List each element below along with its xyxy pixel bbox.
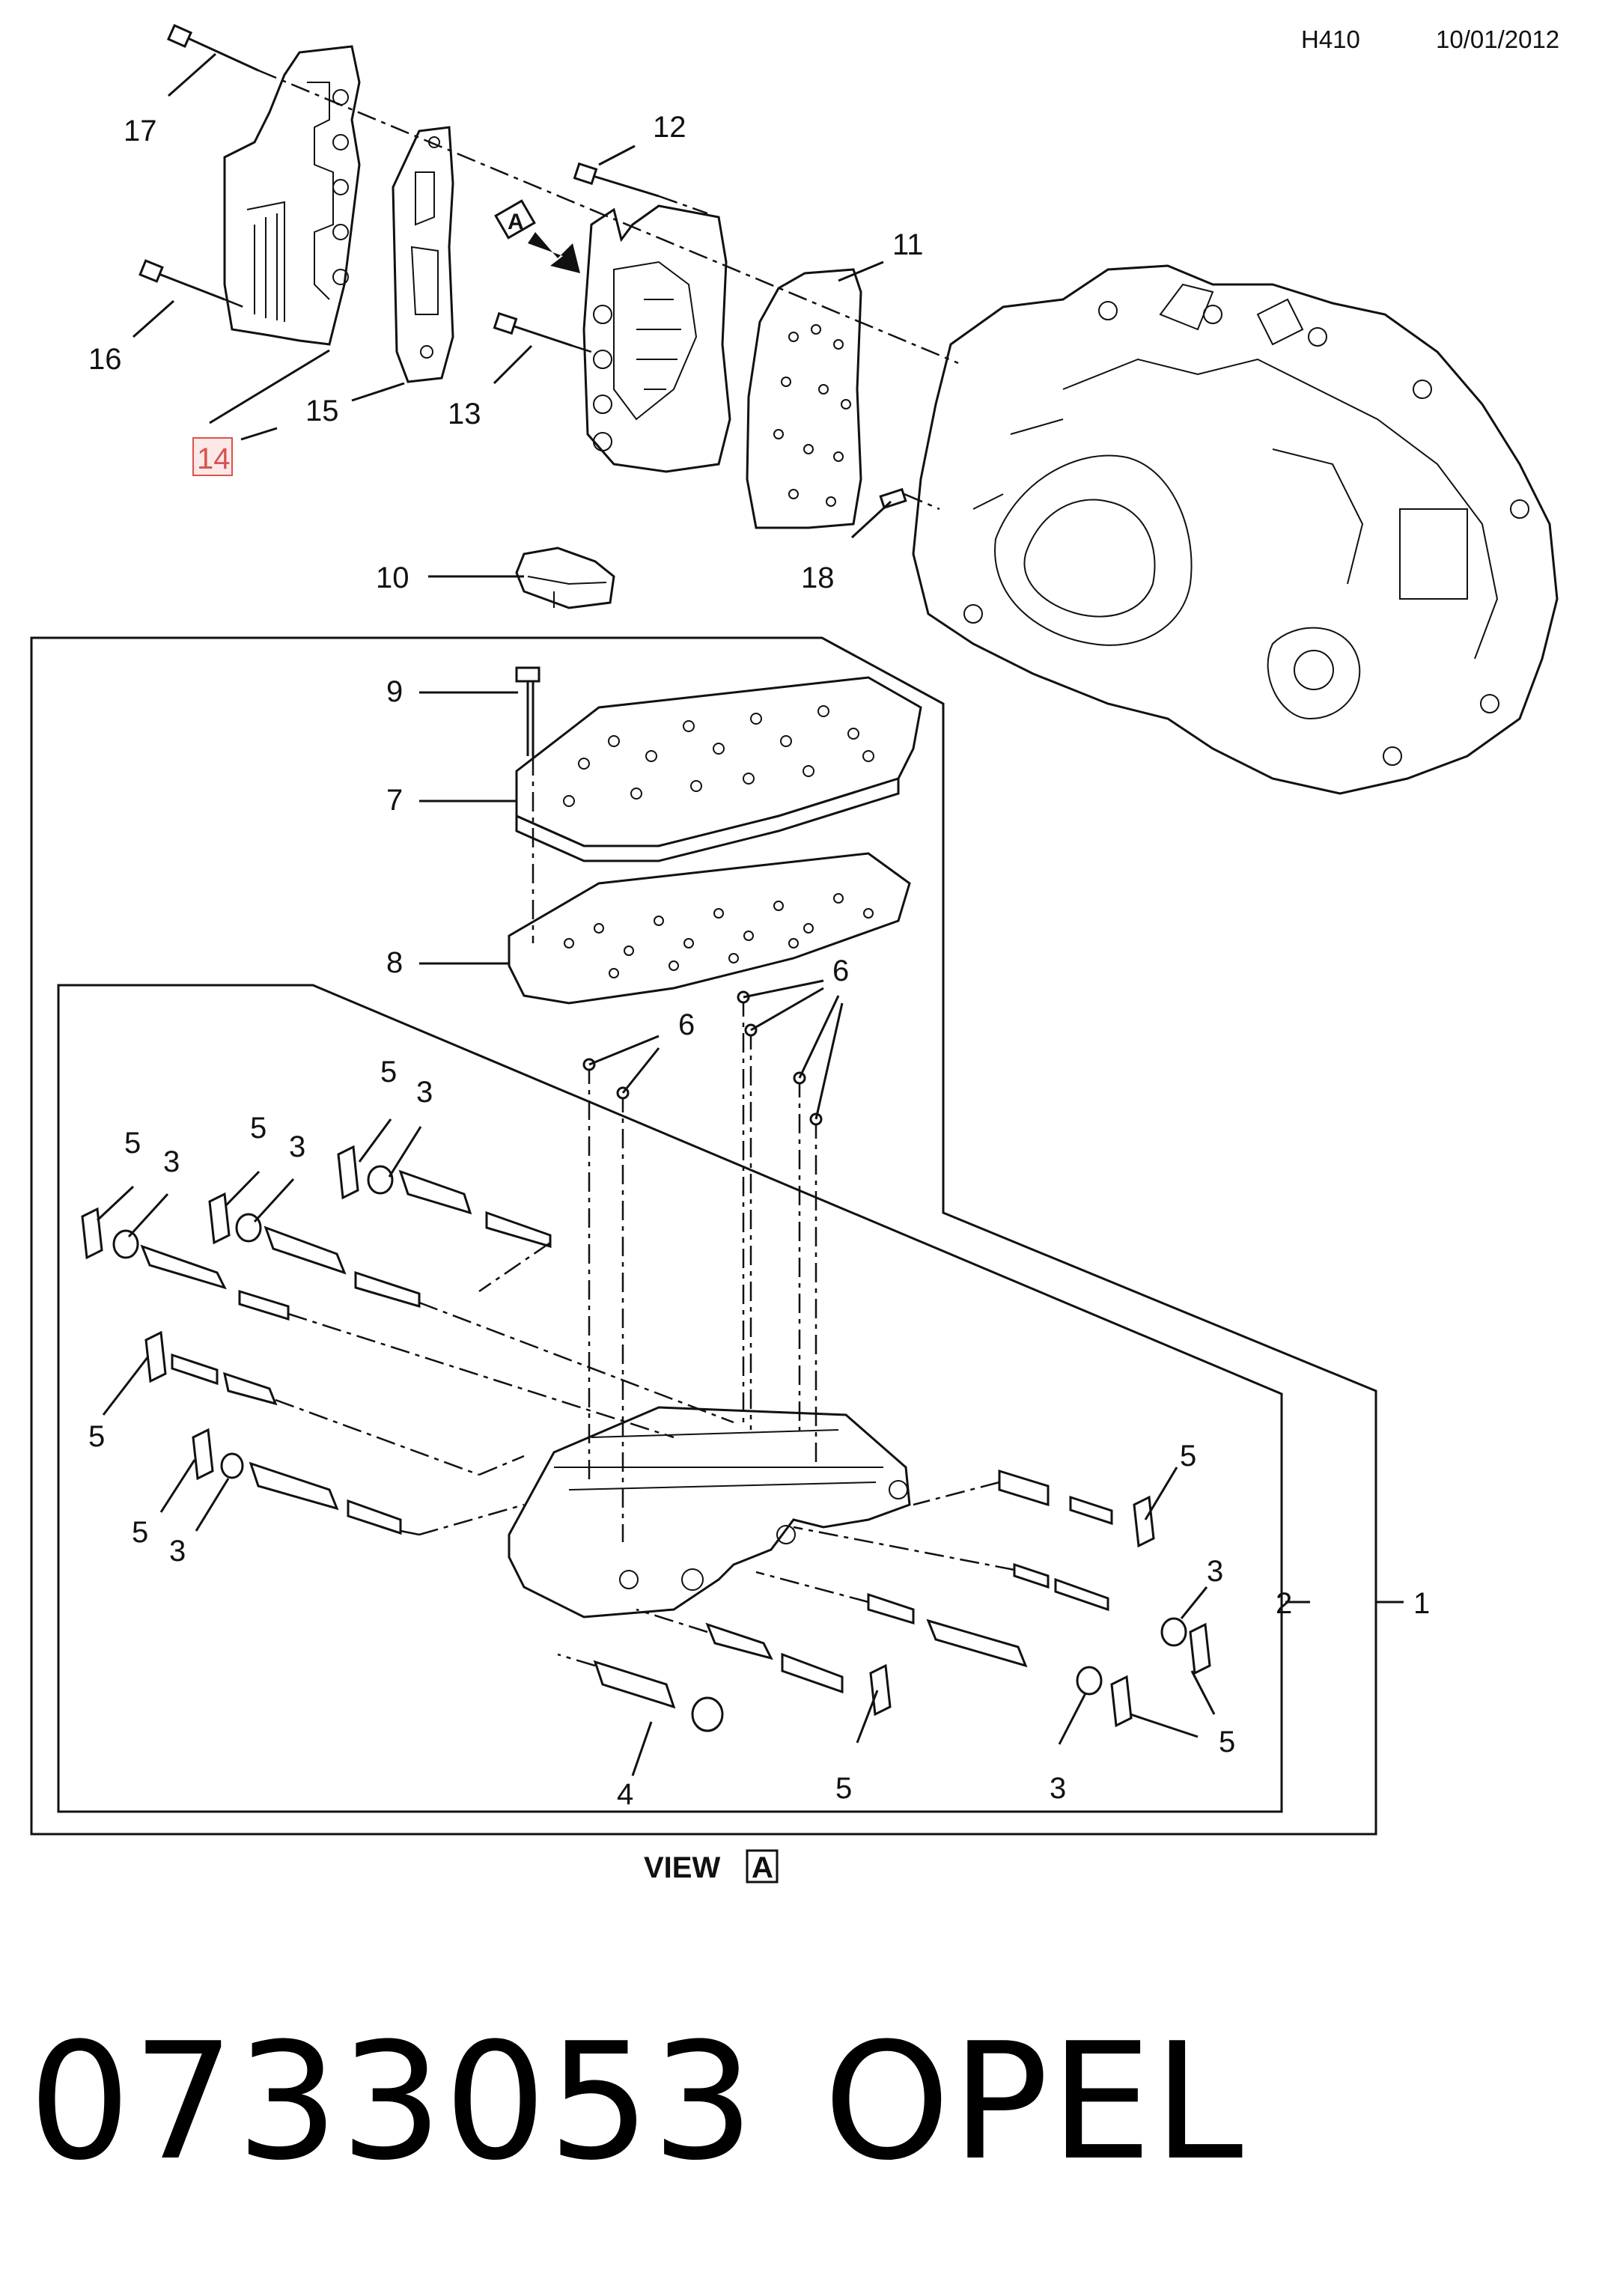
part-number: 0733053 xyxy=(28,2008,756,2196)
inner-frame-2 xyxy=(57,984,1283,1813)
callout-14-highlight xyxy=(192,437,233,476)
callout-3-b: 3 xyxy=(289,1130,305,1163)
callout-16: 16 xyxy=(88,343,122,376)
plate-7 xyxy=(515,676,922,862)
bolt-13 xyxy=(493,311,573,347)
callout-5-a: 5 xyxy=(380,1056,397,1088)
arrow-letter: A xyxy=(508,210,524,234)
callout-3-e: 3 xyxy=(1050,1772,1066,1805)
callout-12: 12 xyxy=(653,111,686,144)
callout-3-a: 3 xyxy=(416,1076,433,1109)
callout-9: 9 xyxy=(386,675,403,708)
transmission-case xyxy=(912,264,1559,795)
valve-set-upper-left-2 xyxy=(208,1192,734,1424)
callout-5-b: 5 xyxy=(250,1112,267,1145)
diagram-date: 10/01/2012 xyxy=(1436,25,1560,53)
callout-8: 8 xyxy=(386,946,403,979)
gasket-15 xyxy=(392,126,454,383)
valve-set-upper-left-1 xyxy=(337,1145,552,1293)
callout-18: 18 xyxy=(801,561,835,594)
callout-5-d: 5 xyxy=(88,1420,105,1453)
valve-set-upper-left-3 xyxy=(81,1207,674,1439)
valve-set-right-1 xyxy=(913,1469,1155,1548)
pin-18 xyxy=(879,487,907,510)
valve-set-4 xyxy=(557,1653,724,1732)
brand-name: OPEL xyxy=(823,2008,1245,2196)
view-label-letter: A xyxy=(752,1851,773,1884)
callout-3-f: 3 xyxy=(1207,1555,1223,1588)
callout-17: 17 xyxy=(124,115,157,147)
bolt-12 xyxy=(573,162,660,198)
callout-11: 11 xyxy=(892,228,924,261)
valve-set-right-2 xyxy=(793,1526,1211,1675)
valve-set-lower-left xyxy=(192,1428,525,1536)
outer-frame-1 xyxy=(30,636,1377,1836)
callout-10: 10 xyxy=(376,561,409,594)
bolt-9 xyxy=(515,666,540,756)
view-label-text: VIEW xyxy=(644,1851,720,1884)
diagram-code: H410 xyxy=(1301,25,1360,53)
valve-body-14 xyxy=(223,45,361,346)
callout-5-g: 5 xyxy=(1180,1440,1196,1473)
callout-5-c: 5 xyxy=(124,1127,141,1160)
valve-set-5-lower xyxy=(636,1608,892,1717)
callout-3-d: 3 xyxy=(169,1535,186,1568)
lower-valve-body xyxy=(508,1406,911,1619)
callout-15: 15 xyxy=(305,395,339,427)
valve-set-right-3 xyxy=(755,1571,1133,1728)
callout-3-c: 3 xyxy=(163,1145,180,1178)
bracket-10 xyxy=(515,546,615,609)
valve-body-upper xyxy=(582,204,731,473)
callout-6-right: 6 xyxy=(832,954,849,987)
bolt-16 xyxy=(138,259,225,301)
callout-2: 2 xyxy=(1276,1587,1292,1620)
callout-5-f: 5 xyxy=(835,1772,852,1805)
callout-7: 7 xyxy=(386,784,403,817)
valve-set-mid-left xyxy=(144,1330,525,1476)
gasket-8 xyxy=(508,852,911,1005)
bolt-17 xyxy=(166,24,259,72)
callout-1: 1 xyxy=(1413,1587,1430,1620)
view-label-box xyxy=(746,1849,779,1884)
callout-5-e: 5 xyxy=(132,1516,148,1549)
callout-13: 13 xyxy=(448,398,481,430)
arrow-view-a: A xyxy=(494,199,580,273)
separator-plate-11 xyxy=(746,268,862,529)
callout-14: 14 xyxy=(197,442,231,475)
callout-5-h: 5 xyxy=(1219,1726,1235,1758)
callout-6-left: 6 xyxy=(678,1008,695,1041)
callout-4: 4 xyxy=(617,1778,633,1811)
